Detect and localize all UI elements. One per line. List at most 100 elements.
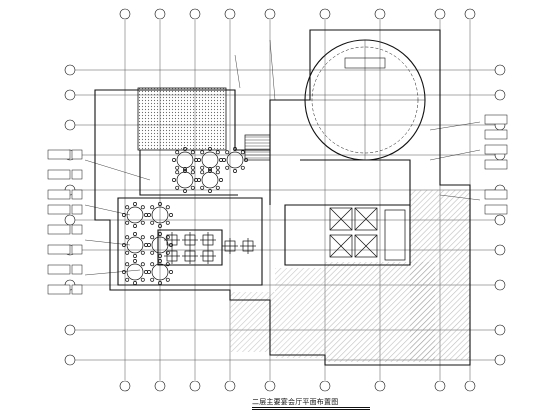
grid-bubble bbox=[264, 380, 276, 392]
callout-tag-mark bbox=[71, 264, 83, 275]
grid-bubble bbox=[64, 119, 76, 131]
chair bbox=[133, 202, 137, 206]
chair bbox=[200, 170, 205, 175]
dining-sets bbox=[164, 232, 256, 264]
chair bbox=[233, 169, 237, 173]
chair bbox=[208, 169, 212, 173]
grid-bubble bbox=[64, 89, 76, 101]
hatched-areas bbox=[137, 87, 470, 362]
chair bbox=[190, 185, 195, 190]
chair bbox=[140, 205, 145, 210]
grid-bubble bbox=[64, 214, 76, 226]
chair bbox=[158, 281, 162, 285]
building-walls bbox=[94, 29, 471, 366]
chair bbox=[122, 270, 126, 274]
chair bbox=[172, 158, 176, 162]
chair bbox=[122, 213, 126, 217]
callout-tag-mark bbox=[71, 244, 83, 255]
chair bbox=[165, 205, 170, 210]
chair bbox=[200, 185, 205, 190]
chair bbox=[215, 170, 220, 175]
grid-bubble bbox=[189, 8, 201, 20]
callout-tag bbox=[484, 129, 508, 140]
chair bbox=[208, 167, 212, 171]
callout-tag-mark bbox=[71, 284, 83, 295]
grid-bubble bbox=[119, 380, 131, 392]
callout-tag bbox=[47, 224, 71, 235]
chair bbox=[175, 165, 180, 170]
chair bbox=[140, 220, 145, 225]
chair bbox=[150, 262, 155, 267]
chair bbox=[133, 224, 137, 228]
grid-bubble bbox=[154, 380, 166, 392]
banquet-tables bbox=[122, 147, 248, 285]
chair bbox=[140, 277, 145, 282]
callout-tag-mark bbox=[71, 169, 83, 180]
chair bbox=[158, 202, 162, 206]
grid-bubble bbox=[374, 380, 386, 392]
chair bbox=[140, 250, 145, 255]
chair bbox=[165, 277, 170, 282]
chair bbox=[175, 185, 180, 190]
round-table bbox=[126, 206, 144, 224]
callout-tags-right bbox=[484, 114, 508, 215]
grid-bubble bbox=[319, 8, 331, 20]
round-table bbox=[176, 151, 194, 169]
chair bbox=[200, 165, 205, 170]
grid-bubble bbox=[494, 89, 506, 101]
grid-bubble bbox=[434, 380, 446, 392]
callout-tag bbox=[47, 149, 71, 160]
caption-underline-thin bbox=[252, 409, 370, 410]
chair bbox=[222, 158, 226, 162]
grid-bubble bbox=[434, 8, 446, 20]
callout-tag bbox=[484, 189, 508, 200]
chair bbox=[150, 277, 155, 282]
chair bbox=[175, 170, 180, 175]
chair bbox=[240, 165, 245, 170]
chair bbox=[233, 147, 237, 151]
chair bbox=[240, 150, 245, 155]
chair bbox=[208, 189, 212, 193]
callout-tag bbox=[484, 144, 508, 155]
callout-tag bbox=[47, 204, 71, 215]
callout-tags-left bbox=[47, 149, 83, 295]
grid-bubble bbox=[494, 324, 506, 336]
chair bbox=[183, 169, 187, 173]
caption-underline bbox=[252, 407, 370, 408]
chair bbox=[244, 158, 248, 162]
chair bbox=[133, 281, 137, 285]
chair bbox=[172, 178, 176, 182]
chair bbox=[215, 165, 220, 170]
round-table bbox=[126, 263, 144, 281]
chair bbox=[125, 277, 130, 282]
grid-bubble bbox=[224, 380, 236, 392]
chair bbox=[140, 262, 145, 267]
callout-tag bbox=[47, 284, 71, 295]
grid-bubble bbox=[494, 354, 506, 366]
chair bbox=[125, 250, 130, 255]
callout-tag bbox=[47, 244, 71, 255]
callout-tag bbox=[47, 264, 71, 275]
chair bbox=[125, 205, 130, 210]
grid-bubble bbox=[154, 8, 166, 20]
chair bbox=[190, 165, 195, 170]
callout-tag bbox=[47, 189, 71, 200]
chair bbox=[165, 235, 170, 240]
grid-bubble bbox=[464, 380, 476, 392]
chair bbox=[150, 205, 155, 210]
leader-lines bbox=[84, 39, 481, 276]
grid-bubble bbox=[319, 380, 331, 392]
chair bbox=[147, 270, 151, 274]
chair bbox=[158, 254, 162, 258]
chair bbox=[150, 220, 155, 225]
callout-tag bbox=[47, 169, 71, 180]
grid-bubble bbox=[189, 380, 201, 392]
callout-tag-mark bbox=[71, 149, 83, 160]
chair bbox=[183, 147, 187, 151]
chair bbox=[125, 220, 130, 225]
round-banquet-hall bbox=[304, 39, 426, 161]
chair bbox=[140, 235, 145, 240]
chair bbox=[175, 150, 180, 155]
chair bbox=[158, 232, 162, 236]
round-table bbox=[126, 236, 144, 254]
